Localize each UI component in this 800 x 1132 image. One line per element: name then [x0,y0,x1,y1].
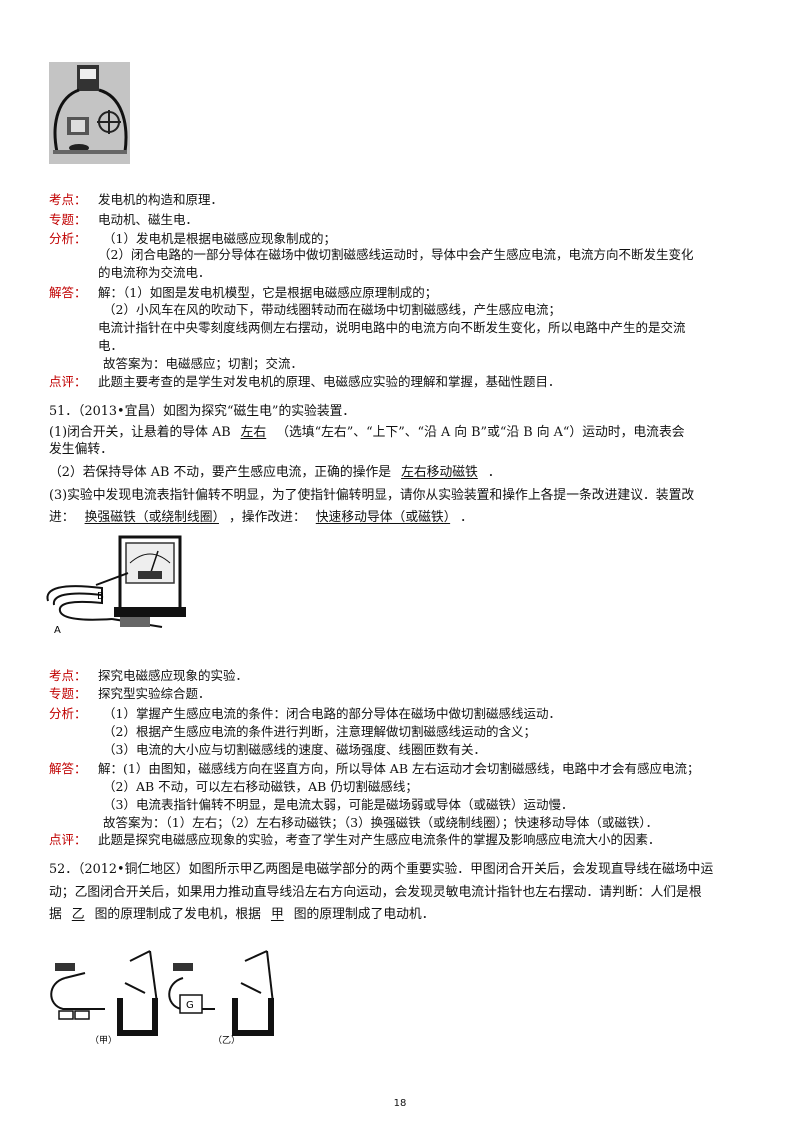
dianping-text: 此题主要考查的是学生对发电机的原理、电磁感应实验的理解和掌握，基础性题目． [98,374,561,389]
label-kaodian: 考点： [49,192,87,207]
jieda-text: 解：（1）如图是发电机模型，它是根据电磁感应原理制成的； [98,285,438,300]
kaodian-text: 发电机的构造和原理． [98,192,224,207]
q52-line-1: 52．（2012•铜仁地区）如图所示甲乙两图是电磁学部分的两个重要实验．甲图闭合… [49,862,714,877]
galvanometer-mark: G [186,1000,194,1011]
figure-q51-apparatus: B A [46,535,186,636]
jieda-answer: 故答案为：电磁感应；切割；交流． [103,356,304,371]
label-zhuanti-2: 专题： [49,686,87,701]
q51-answer-3: 换强磁铁（或绕制线圈） [84,510,219,525]
dianping-text-2: 此题是探究电磁感应现象的实验，考查了学生对产生感应电流条件的掌握及影响感应电流大… [98,832,661,847]
q51-answer-1: 左右 [240,425,267,440]
jieda-line-2: （2）小风车在风的吹动下，带动线圈转动而在磁场中切割磁感线，产生感应电流； [103,302,561,317]
generator-model-drawing [49,62,130,164]
q51-answer-2: 左右移动磁铁 [401,465,478,480]
q51-part3: (3)实验中发现电流表指针偏转不明显，为了使指针偏转明显，请你从实验装置和操作上… [49,488,695,503]
fig-label-a: A [54,625,61,636]
q51-part2: （2）若保持导体 AB 不动，要产生感应电流，正确的操作是左右移动磁铁． [49,465,501,480]
fig-label-b: B [97,591,104,602]
jieda-line-4: 电． [98,338,124,353]
label-zhuanti: 专题： [49,212,87,227]
label-fenxi-2: 分析： [49,706,87,721]
fenxi-line-2: （2）闭合电路的一部分导体在磁场中做切割磁感线运动时，导体中会产生感应电流，电流… [98,247,694,262]
fenxi-2-line-3: （3）电流的大小应与切割磁感线的速度、磁场强度、线圈匝数有关． [103,742,486,757]
label-jieda-2: 解答： [49,761,87,776]
q52-answer-2: 甲 [270,907,284,922]
zhuanti-text: 电动机、磁生电． [98,212,199,227]
label-dianping-2: 点评： [49,832,87,847]
q51-answer-4: 快速移动导体（或磁铁） [315,510,451,525]
jieda-text-2: 解：(1）由图知，磁感线方向在竖直方向，所以导体 AB 左右运动才会切割磁感线，… [98,761,700,776]
figure-generator-model [49,62,130,164]
label-dianping: 点评： [49,374,87,389]
page-number: 18 [393,1098,407,1109]
jieda-line-3: 电流计指针在中央零刻度线两侧左右摆动，说明电路中的电流方向不断发生变化，所以电路… [98,320,686,335]
q52-line-2: 动；乙图闭合开关后，如果用力推动直导线沿左右方向运动，会发现灵敏电流计指针也左右… [49,885,702,900]
jieda-2-answer: 故答案为：（1）左右；（2）左右移动磁铁；（3）换强磁铁（或绕制线圈）；快速移动… [103,815,659,830]
jieda-2-line-2: （2）AB 不动，可以左右移动磁铁，AB 仍切割磁感线； [103,779,418,794]
fenxi-text-2: （1）掌握产生感应电流的条件：闭合电路的部分导体在磁场中做切割磁感线运动． [103,706,561,721]
label-fenxi: 分析： [49,231,87,246]
q52-line-3: 据乙图的原理制成了发电机，根据甲图的原理制成了电动机． [49,907,435,922]
caption-yi: （乙） [213,1035,240,1046]
q51-part3-cont: 进：换强磁铁（或绕制线圈），操作改进：快速移动导体（或磁铁）． [49,510,473,525]
q51-part1-cont: 发生偏转． [49,442,113,457]
zhuanti-text-2: 探究型实验综合题． [98,686,211,701]
fenxi-line-3: 的电流称为交流电． [98,265,211,280]
q52-answer-1: 乙 [71,907,85,922]
figure-q52-experiments: （甲） G （乙） [50,950,274,1046]
fenxi-text: （1）发电机是根据电磁感应现象制成的； [103,231,336,246]
q51-title: 51．（2013•宜昌）如图为探究“磁生电”的实验装置． [49,404,356,419]
kaodian-text-2: 探究电磁感应现象的实验． [98,668,249,683]
jieda-2-line-3: （3）电流表指针偏转不明显，是电流太弱，可能是磁场弱或导体（或磁铁）运动慢． [103,797,574,812]
caption-jia: （甲） [90,1035,117,1046]
label-kaodian-2: 考点： [49,668,87,683]
label-jieda: 解答： [49,285,87,300]
fenxi-2-line-2: （2）根据产生感应电流的条件进行判断，注意理解做切割磁感线运动的含义； [103,724,536,739]
